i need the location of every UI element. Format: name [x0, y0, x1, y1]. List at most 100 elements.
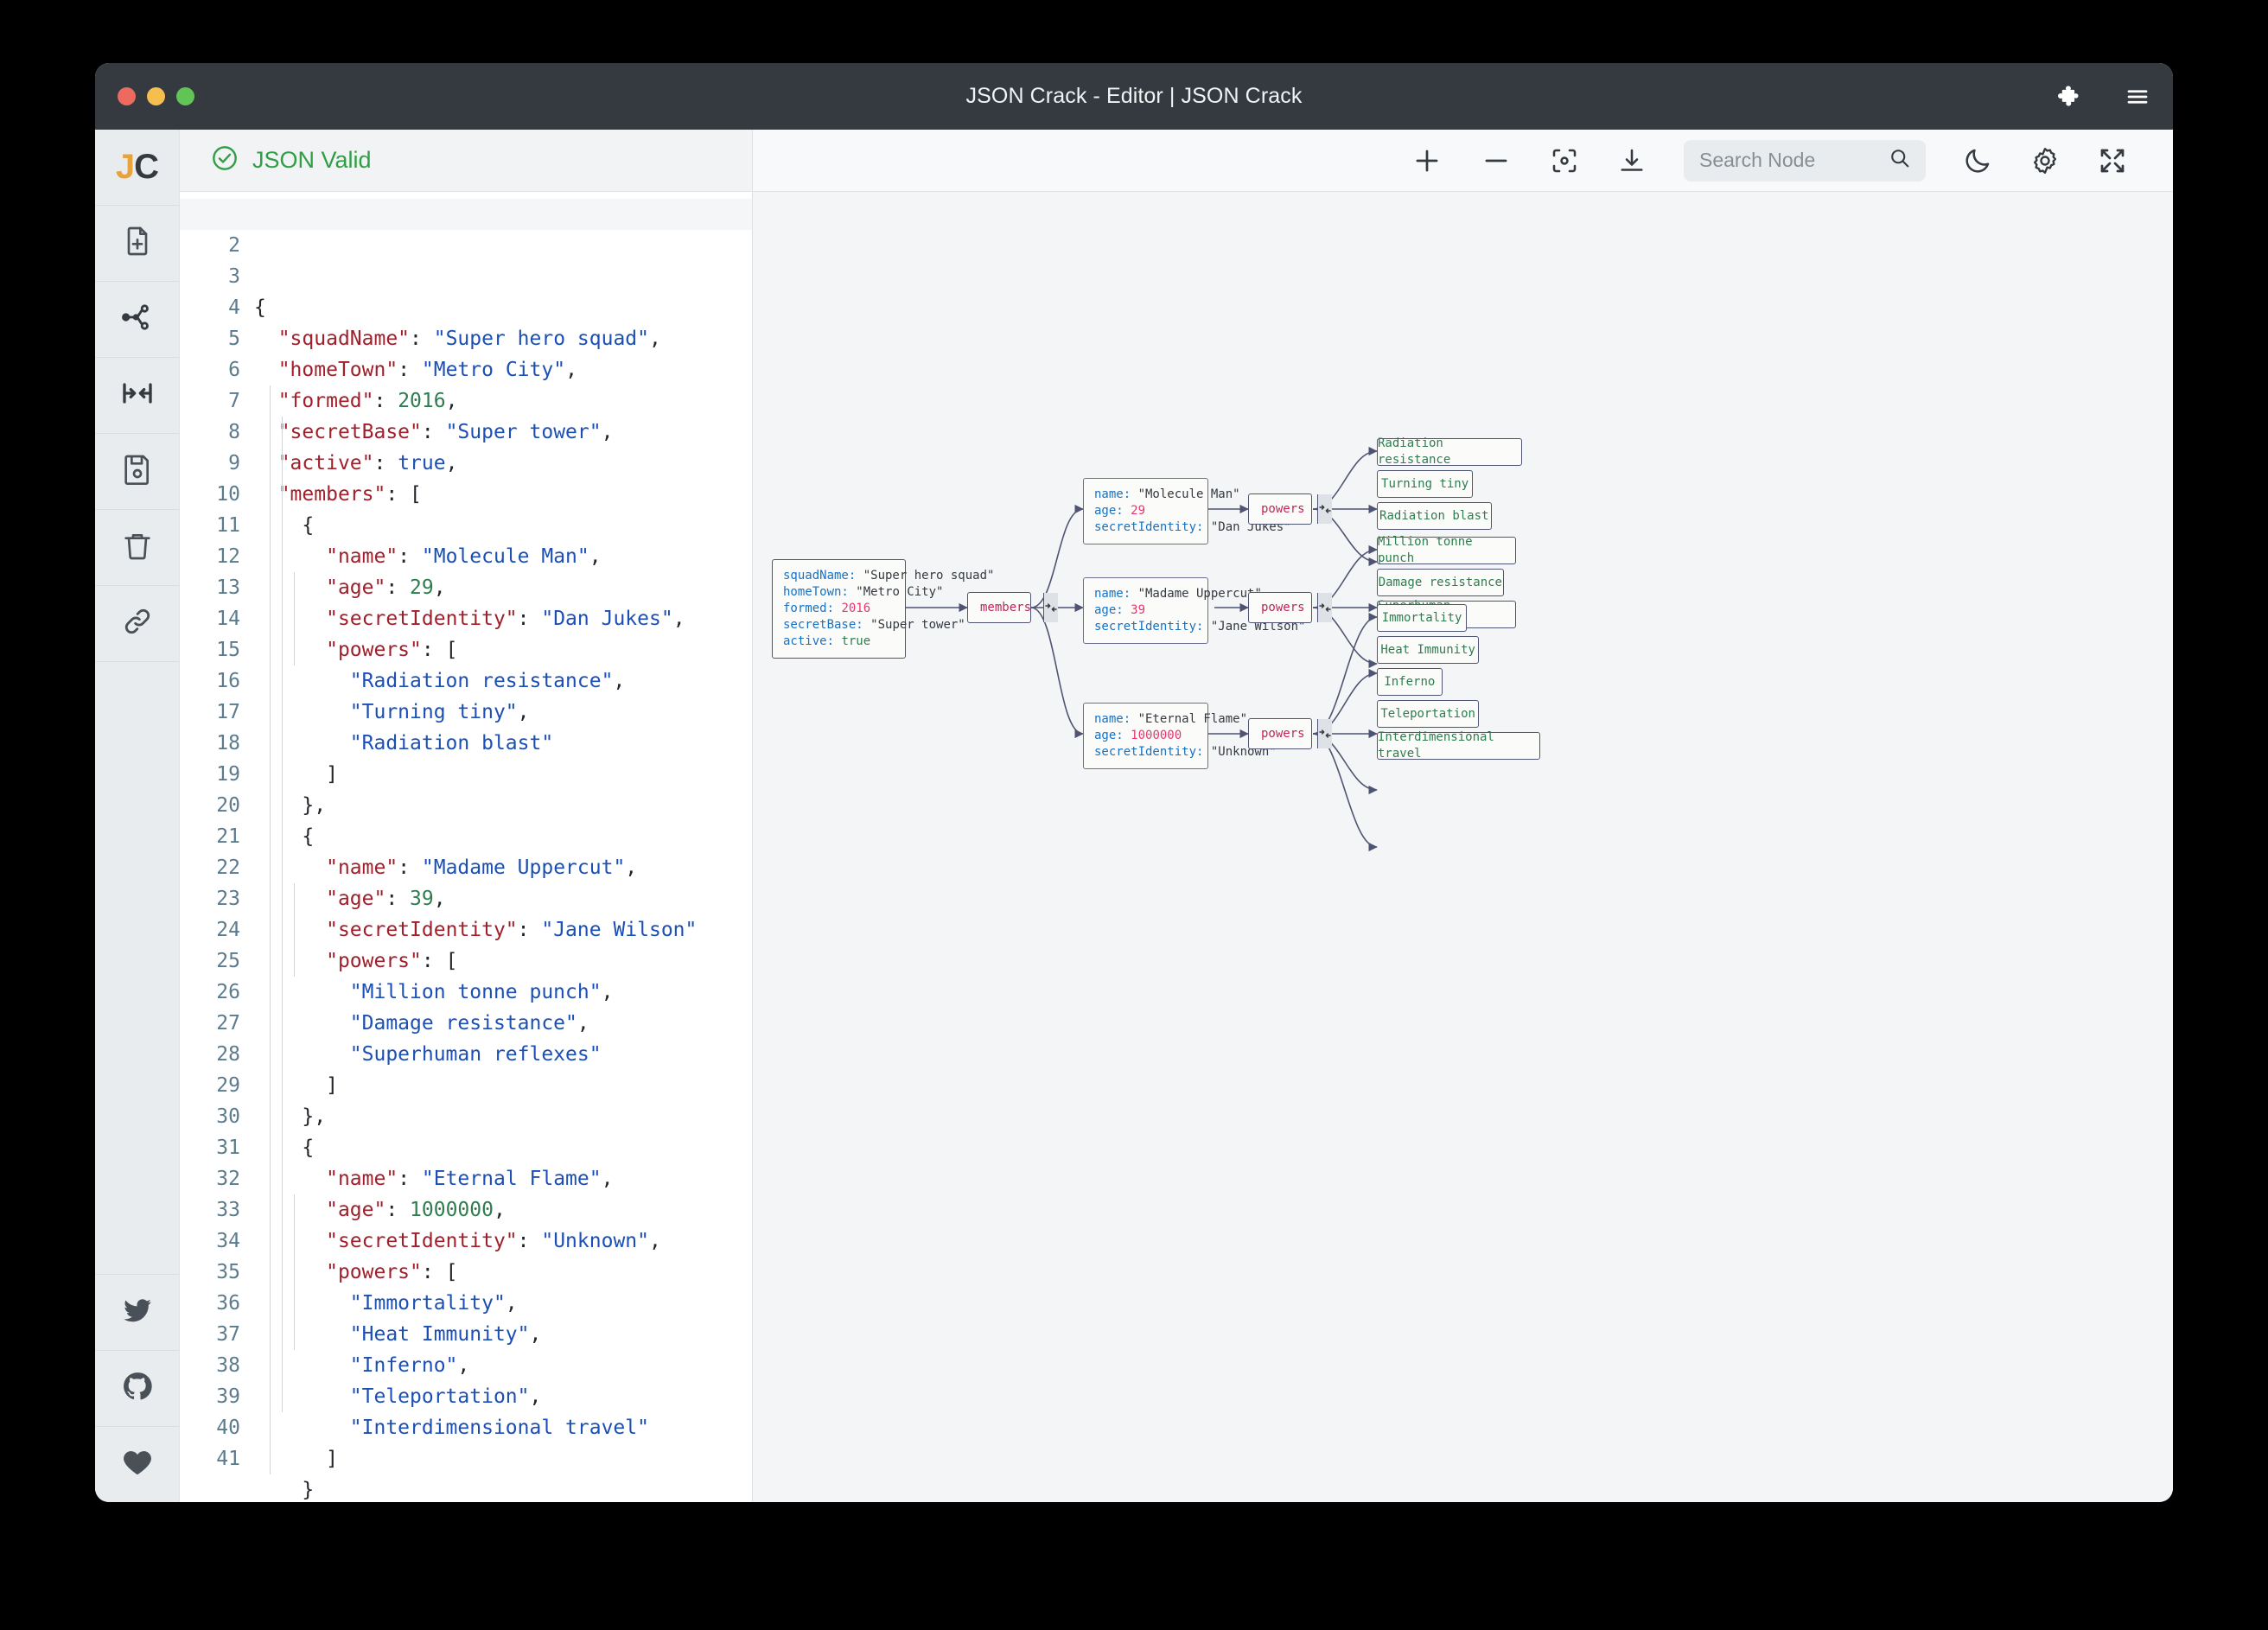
code-line[interactable]: {: [254, 825, 315, 848]
code-line[interactable]: "secretBase": "Super tower",: [277, 421, 614, 443]
code-line[interactable]: "age": 1000000,: [326, 1199, 506, 1221]
sidebar-item-delete[interactable]: [95, 510, 179, 586]
graph-node-power-leaf[interactable]: Radiation resistance: [1377, 436, 1522, 467]
code-line[interactable]: {: [254, 514, 315, 537]
code-line[interactable]: "powers": [: [326, 639, 458, 661]
graph-node-powers-1[interactable]: powers: [1248, 493, 1332, 525]
graph-node-power-leaf[interactable]: Teleportation: [1377, 700, 1480, 728]
graph-node-power-leaf[interactable]: Heat Immunity: [1377, 636, 1480, 664]
graph-node-power-leaf[interactable]: Radiation blast: [1377, 502, 1492, 530]
minimize-window-button[interactable]: [147, 87, 165, 105]
graph-node-members[interactable]: members: [967, 592, 1059, 623]
code-line[interactable]: },: [254, 794, 327, 817]
node-text: Radiation resistance: [1378, 436, 1451, 467]
collapse-node-button[interactable]: [1316, 494, 1332, 524]
code-line[interactable]: "Radiation blast": [349, 732, 554, 755]
code-line[interactable]: "formed": 2016,: [277, 390, 458, 412]
code-line[interactable]: }: [254, 1479, 315, 1501]
code-line[interactable]: {: [254, 1137, 315, 1159]
code-line[interactable]: "Turning tiny",: [349, 701, 530, 723]
code-line[interactable]: "age": 29,: [326, 576, 446, 599]
focus-center-button[interactable]: [1549, 145, 1580, 176]
code-line[interactable]: "members": [: [277, 483, 422, 506]
search-input[interactable]: [1698, 148, 1881, 173]
graph-node-power-leaf[interactable]: Inferno: [1377, 668, 1443, 696]
puzzle-piece-icon[interactable]: [2057, 84, 2083, 110]
code-editor[interactable]: 1234567891011121314151617181920212223242…: [180, 192, 752, 1502]
zoom-in-button[interactable]: [1411, 144, 1443, 177]
sidebar-item-sponsor[interactable]: [95, 1426, 179, 1502]
code-line[interactable]: "secretIdentity": "Unknown",: [326, 1230, 661, 1252]
code-content[interactable]: { "squadName": "Super hero squad", "home…: [180, 199, 752, 1502]
graph-node-power-leaf[interactable]: Damage resistance: [1377, 569, 1504, 596]
zoom-out-button[interactable]: [1480, 144, 1513, 177]
graph-node-root[interactable]: squadName: "Super hero squad"homeTown: "…: [772, 559, 994, 659]
code-line[interactable]: "name": "Eternal Flame",: [326, 1168, 614, 1190]
search-icon[interactable]: [1888, 146, 1912, 175]
graph-pane: squadName: "Super hero squad"homeTown: "…: [753, 130, 2173, 1502]
collapse-node-button[interactable]: [1316, 593, 1332, 622]
sidebar-item-new-file[interactable]: [95, 206, 179, 282]
app-logo[interactable]: JC: [95, 130, 179, 206]
fullscreen-button[interactable]: [2097, 145, 2128, 176]
line-number: 26: [216, 981, 240, 1003]
sidebar-item-twitter[interactable]: [95, 1274, 179, 1350]
node-key: secretIdentity:: [1094, 520, 1211, 534]
line-number: 13: [216, 576, 240, 599]
code-line[interactable]: "homeTown": "Metro City",: [277, 359, 577, 381]
graph-node-power-leaf[interactable]: Immortality: [1377, 604, 1468, 632]
sidebar-item-share-link[interactable]: [95, 586, 179, 662]
code-line[interactable]: "Damage resistance",: [349, 1012, 589, 1035]
search-node-box[interactable]: [1684, 139, 1926, 181]
graph-node-powers-2[interactable]: powers: [1248, 592, 1332, 623]
code-line[interactable]: {: [254, 296, 266, 319]
code-line[interactable]: "powers": [: [326, 950, 458, 972]
hamburger-menu-icon[interactable]: [2125, 84, 2150, 110]
graph-node-power-leaf[interactable]: Million tonne punch: [1377, 535, 1516, 565]
graph-canvas[interactable]: squadName: "Super hero squad"homeTown: "…: [753, 192, 2173, 1502]
indent-guide: [294, 572, 295, 665]
close-window-button[interactable]: [118, 87, 136, 105]
code-line[interactable]: "Immortality",: [349, 1292, 518, 1315]
line-number: 37: [216, 1323, 240, 1346]
sidebar-item-graph-view[interactable]: [95, 282, 179, 358]
code-line[interactable]: "name": "Madame Uppercut",: [326, 856, 638, 879]
code-line[interactable]: "squadName": "Super hero squad",: [277, 328, 661, 350]
code-line[interactable]: "powers": [: [326, 1261, 458, 1283]
graph-node-power-leaf[interactable]: Interdimensional travel: [1377, 730, 1541, 761]
sidebar-item-collapse[interactable]: [95, 358, 179, 434]
collapse-node-button[interactable]: [1043, 593, 1059, 622]
code-line[interactable]: ]: [254, 763, 338, 786]
maximize-window-button[interactable]: [176, 87, 194, 105]
code-line[interactable]: "Heat Immunity",: [349, 1323, 542, 1346]
line-number: 31: [216, 1137, 240, 1159]
graph-edges: [905, 446, 1378, 852]
code-line[interactable]: },: [254, 1105, 327, 1128]
code-line[interactable]: "Interdimensional travel": [349, 1417, 649, 1439]
settings-button[interactable]: [2029, 145, 2061, 176]
sidebar-item-save[interactable]: [95, 434, 179, 510]
download-button[interactable]: [1616, 145, 1647, 176]
sidebar-item-github[interactable]: [95, 1350, 179, 1426]
code-line[interactable]: "age": 39,: [326, 888, 446, 910]
line-number: 41: [216, 1448, 240, 1470]
code-line[interactable]: "secretIdentity": "Jane Wilson": [326, 919, 698, 941]
line-number: 36: [216, 1292, 240, 1315]
code-line[interactable]: "Superhuman reflexes": [349, 1043, 602, 1066]
graph-node-power-leaf[interactable]: Turning tiny: [1377, 470, 1474, 498]
theme-toggle-button[interactable]: [1962, 145, 1993, 176]
code-line[interactable]: "Inferno",: [349, 1354, 470, 1377]
code-line[interactable]: "Radiation resistance",: [349, 670, 626, 692]
code-line[interactable]: ]: [254, 1448, 338, 1470]
code-line[interactable]: "secretIdentity": "Dan Jukes",: [326, 608, 685, 630]
code-line[interactable]: "active": true,: [277, 452, 458, 474]
graph-node-powers-3[interactable]: powers: [1248, 718, 1332, 749]
code-line[interactable]: "name": "Molecule Man",: [326, 545, 602, 568]
collapse-node-button[interactable]: [1316, 719, 1332, 748]
code-line[interactable]: ]: [254, 1074, 338, 1097]
code-line[interactable]: "Million tonne punch",: [349, 981, 614, 1003]
code-line[interactable]: "Teleportation",: [349, 1385, 542, 1408]
